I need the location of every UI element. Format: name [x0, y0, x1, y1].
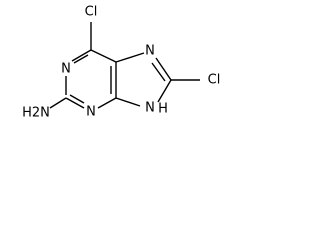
bond-group — [49, 22, 200, 109]
atom-cl-right: Cl — [208, 73, 221, 88]
bond-c5-c6 — [90, 49, 117, 63]
atom-cl-top: Cl — [85, 5, 98, 20]
bond-c5-n7 — [115, 52, 145, 63]
atom-h9: H — [158, 102, 168, 117]
bond-c6-n1 — [71, 49, 92, 62]
bond-n7-c8 — [155, 57, 172, 81]
atom-labels: Cl N N N Cl N H H2N — [22, 5, 220, 121]
atom-nh2: H2N — [22, 106, 50, 121]
bond-c8-n9 — [157, 79, 172, 103]
chemical-structure-diagram: Cl N N N Cl N H H2N — [22, 5, 220, 121]
atom-n7: N — [145, 44, 155, 59]
atom-n3: N — [86, 105, 96, 120]
bond-n3-c4 — [97, 97, 117, 109]
bond-c2-n3 — [65, 97, 85, 109]
bond-c6-n1-double — [73, 54, 89, 64]
bond-c2-nh2 — [49, 97, 67, 109]
atom-n1: N — [61, 62, 71, 77]
bond-c2-n3-double — [69, 94, 85, 104]
bond-n7-c8-double — [151, 62, 166, 82]
atom-n9: N — [145, 101, 155, 116]
bond-n9-c4 — [115, 97, 141, 107]
